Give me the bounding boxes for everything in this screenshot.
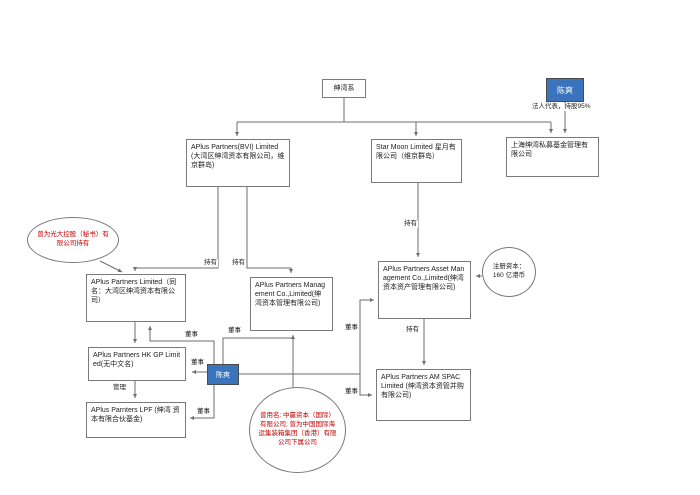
edge-label-director-5: 董事 — [344, 324, 359, 332]
node-aplus-limited: APlus Partners Limited（同名：大湾区绅湾资本有限公司） — [86, 274, 186, 322]
edge-label-director-2: 董事 — [190, 359, 205, 367]
edge-label-director-1: 董事 — [184, 331, 199, 339]
edge-label-director-3: 董事 — [196, 408, 211, 416]
node-aplus-hk-gp: APlus Partners HK GP Limited(无中文名) — [88, 347, 186, 381]
annotation-oval-former-name: 曾用名: 中赢资本（国际）有限公司; 曾为中国国际海运集装箱集团（香港）有限公司… — [249, 387, 346, 473]
node-aplus-management: APlus Partners Management Co.,Limited(绅湾… — [250, 277, 333, 331]
annotation-oval-guangda: 曾为光大控股（秘书）有限公司持有 — [27, 217, 119, 263]
edge-label-legal-rep: 法人代表，持股95% — [531, 103, 592, 111]
edge-label-holds-1: 持有 — [203, 259, 218, 267]
edge-label-director-4: 董事 — [227, 327, 242, 335]
edge-label-director-6: 董事 — [344, 388, 359, 396]
edge-label-holds-2: 持有 — [231, 259, 246, 267]
node-star-moon: Star Moon Limited 星月有限公司（维京群岛） — [371, 139, 462, 183]
node-shenwan-group: 绅湾系 — [322, 79, 366, 98]
node-aplus-am-spac: APlus Partners AM SPAC Limited (绅湾资本资管并购… — [376, 369, 471, 421]
edge-label-holds-4: 持有 — [405, 326, 420, 334]
node-shanghai-fund: 上海绅湾私募基金管理有限公司 — [506, 137, 599, 177]
node-chen-shuang-top: 陈爽 — [546, 78, 584, 102]
node-aplus-lpf: APlus Parnters LPF (绅湾 资本有限合伙基金) — [86, 402, 186, 438]
edge-label-manages: 管理 — [112, 384, 127, 392]
node-aplus-asset-management: APlus Partners Asset Management Co.,Limi… — [378, 261, 471, 319]
node-aplus-bvi: APlus Partners(BVI) Limited(大湾区绅湾资本有限公司，… — [186, 139, 290, 187]
node-chen-shuang-mid: 陈爽 — [207, 364, 239, 385]
annotation-oval-registered-capital: 注册资本： 160 亿港币 — [482, 247, 536, 297]
edge-label-holds-3: 持有 — [403, 220, 418, 228]
